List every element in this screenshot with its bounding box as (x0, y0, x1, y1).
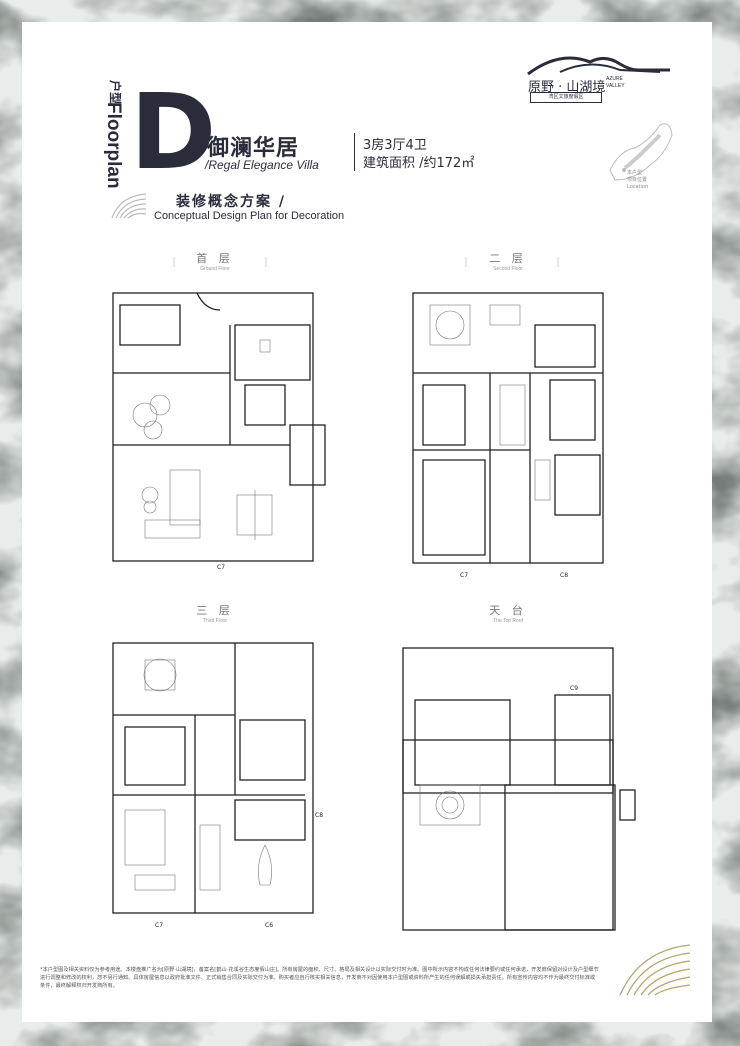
floor-label-frame-second (465, 257, 559, 267)
third-window-c8: C8 (315, 812, 323, 819)
floor-label-ground: 首 层 Ground Floor (155, 250, 275, 272)
floor-label-frame-ground (173, 257, 267, 267)
second-window-c8: C8 (560, 572, 568, 579)
floor-name-cn: 二 层 (489, 252, 527, 265)
title-en: /Regal Elegance Villa (205, 158, 319, 172)
floor-name-cn: 天 台 (489, 604, 527, 617)
type-label: 户型 (108, 80, 122, 105)
title-cn: 御澜华居 (207, 136, 300, 161)
wave-emblem-icon (111, 193, 147, 219)
section-title-en: Conceptual Design Plan for Decoration (154, 210, 345, 222)
disclaimer: *本户型图及相关资料仅为参考用途。本楼盘推广名为[原野·山湖境]，备案名[鹤山·… (40, 967, 599, 989)
location-label-en: Location (627, 184, 649, 190)
floor-name-cn: 三 层 (196, 604, 234, 617)
floor-label-second: 二 层 Second Floor (448, 250, 568, 272)
floor-name-en: Third Floor (202, 618, 228, 624)
vertical-label: 户型 Floorplan (90, 78, 124, 248)
floor-name-en: Second Floor (493, 266, 523, 272)
floor-name-cn: 首 层 (196, 252, 234, 265)
header-divider (354, 133, 355, 171)
second-floor-plan: C7 C8 (412, 292, 604, 579)
floorplan-label: Floorplan (103, 102, 124, 189)
third-window-c7: C7 (155, 922, 163, 929)
floor-name-en: Ground Floor (200, 266, 230, 272)
location-map-icon (609, 123, 673, 181)
roof-window-c9: C9 (570, 685, 578, 692)
gold-wave-emblem-icon (619, 944, 691, 996)
third-window-c6: C6 (265, 922, 273, 929)
location-label: 本户型 项目位置 Location (627, 170, 677, 191)
floor-area: 建筑面积 /约172㎡ (363, 156, 475, 171)
mountain-logo-icon (527, 56, 670, 76)
room-config: 3房3厅4卫 (363, 138, 427, 153)
roof-plan: C9 (402, 647, 636, 931)
floor-name-en: The Top Roof (493, 618, 523, 624)
section-title-cn: 装修概念方案 / (176, 194, 286, 210)
ground-floor-plan: C7 (112, 292, 326, 571)
type-letter: D (130, 71, 216, 193)
floor-label-roof: 天 台 The Top Roof (448, 602, 568, 624)
ground-window-label: C7 (217, 564, 225, 571)
logo-subtitle: 湾区文旅度假区 (530, 92, 602, 103)
poster-card (22, 22, 712, 1022)
third-floor-plan: C7 C6 C8 (112, 642, 323, 929)
logo-en: AZURE VALLEY (606, 76, 625, 89)
logo-name: 原野 · 山湖境 (528, 80, 606, 95)
floor-label-third: 三 层 Third Floor (155, 602, 275, 624)
second-window-c7: C7 (460, 572, 468, 579)
location-label-cn: 本户型 项目位置 (627, 170, 648, 183)
